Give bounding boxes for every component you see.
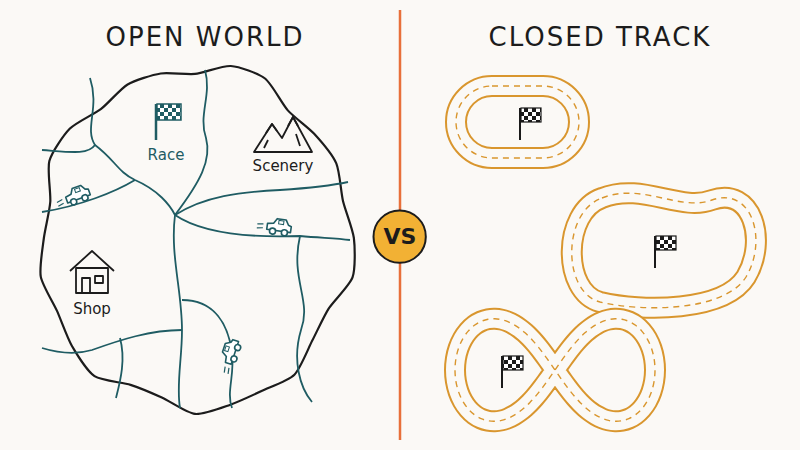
road [175,70,208,215]
place-label: Shop [71,301,113,318]
race-track [456,86,579,158]
road [175,215,350,240]
section-heading: OPEN WORLD [105,23,304,53]
car-icon [217,338,243,375]
road [174,215,182,408]
road [42,180,135,212]
car-icon [54,183,91,210]
shop-icon [70,251,114,293]
place-label: Race [146,147,187,164]
node-text: VS [384,224,417,249]
road [297,236,312,402]
section-heading: CLOSED TRACK [489,23,712,53]
road [116,338,123,398]
race-flag [156,104,181,140]
mountain-icon [254,117,312,152]
checkered-flag [502,356,523,388]
tracks [455,86,756,421]
vs-circle: VS [372,209,427,264]
map-outline [40,66,354,414]
car-icon [256,216,292,237]
checkered-flag [655,236,676,268]
road [42,78,95,152]
map [40,66,354,414]
road [42,330,182,353]
checkered-flag [520,108,541,140]
race-track [572,193,756,308]
race-track [455,319,655,422]
road [175,182,348,215]
place-label: Scenery [251,158,316,175]
